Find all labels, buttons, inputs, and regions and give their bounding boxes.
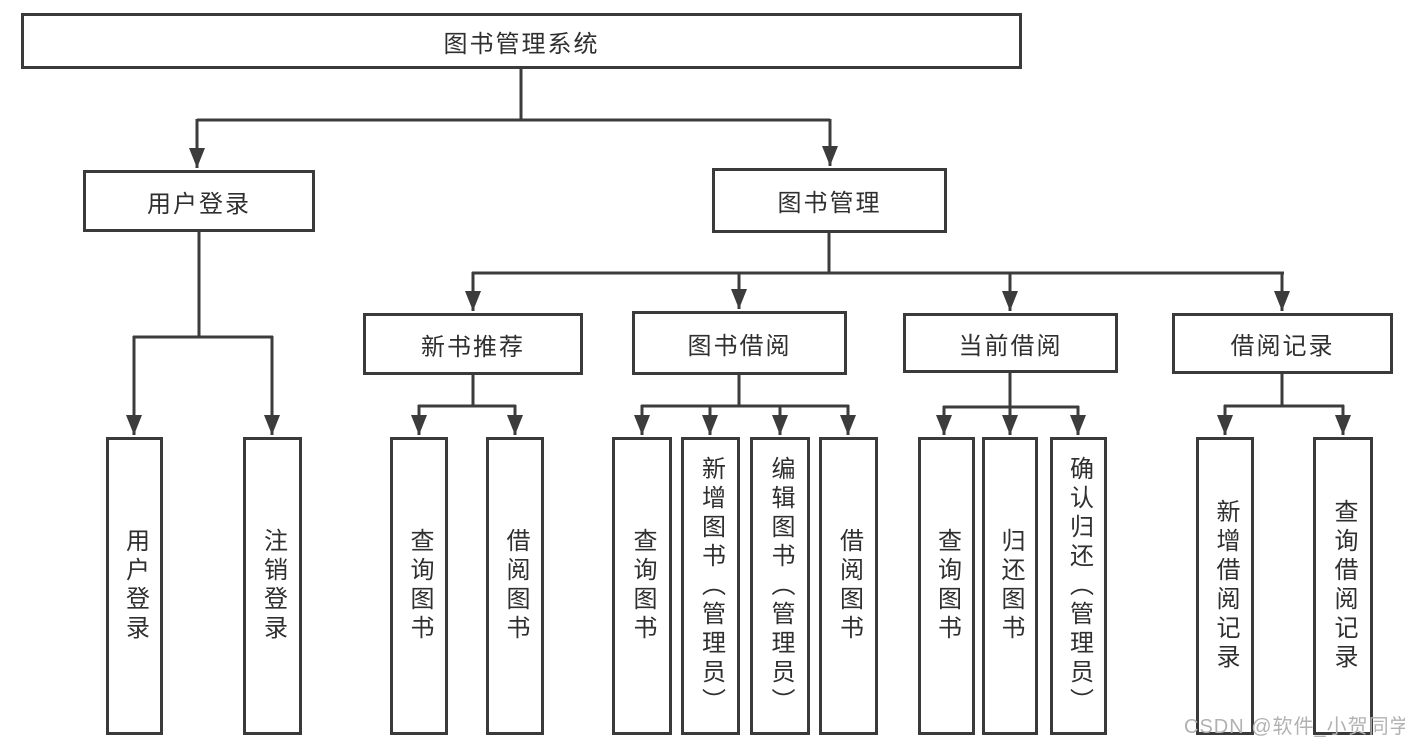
leaf-borrowing-query-label: 查询图书 <box>629 528 656 644</box>
leaf-current-return: 归还图书 <box>982 437 1038 735</box>
leaf-current-query: 查询图书 <box>918 437 975 735</box>
leaf-borrowing-borrow: 借阅图书 <box>819 437 878 735</box>
leaf-current-query-label: 查询图书 <box>933 528 961 644</box>
leaf-record-query-label: 查询借阅记录 <box>1330 499 1357 673</box>
leaf-current-confirm-return-label: 确认归还（管理员） <box>1065 455 1093 717</box>
node-new-book-recommend: 新书推荐 <box>363 313 583 375</box>
node-book-management: 图书管理 <box>712 168 947 233</box>
leaf-record-query: 查询借阅记录 <box>1313 437 1373 735</box>
leaf-borrowing-borrow-label: 借阅图书 <box>835 528 863 644</box>
leaf-current-confirm-return: 确认归还（管理员） <box>1050 437 1107 735</box>
leaf-borrowing-edit-label: 编辑图书（管理员） <box>767 455 794 717</box>
leaf-borrowing-query: 查询图书 <box>612 437 672 735</box>
node-borrow-records: 借阅记录 <box>1172 313 1393 374</box>
node-user-login: 用户登录 <box>83 170 315 232</box>
node-borrow-records-label: 借阅记录 <box>1230 333 1335 360</box>
leaf-logout: 注销登录 <box>243 437 302 735</box>
leaf-newbook-borrow: 借阅图书 <box>486 437 544 735</box>
leaf-record-add: 新增借阅记录 <box>1196 437 1254 735</box>
node-book-management-label: 图书管理 <box>777 190 882 217</box>
leaf-newbook-query: 查询图书 <box>390 437 448 735</box>
node-book-borrowing: 图书借阅 <box>632 311 847 375</box>
leaf-borrowing-edit: 编辑图书（管理员） <box>750 437 810 735</box>
leaf-newbook-borrow-label: 借阅图书 <box>502 528 529 644</box>
leaf-newbook-query-label: 查询图书 <box>406 528 433 644</box>
node-current-borrowing: 当前借阅 <box>903 313 1118 373</box>
leaf-current-return-label: 归还图书 <box>997 528 1024 644</box>
leaf-borrowing-add: 新增图书（管理员） <box>681 437 740 735</box>
leaf-borrowing-add-label: 新增图书（管理员） <box>697 455 725 717</box>
leaf-record-add-label: 新增借阅记录 <box>1212 499 1239 673</box>
leaf-user-login-label: 用户登录 <box>121 528 149 644</box>
leaf-user-login: 用户登录 <box>106 437 163 735</box>
node-current-borrowing-label: 当前借阅 <box>958 332 1063 360</box>
node-user-login-label: 用户登录 <box>147 190 251 218</box>
csdn-watermark: CSDN @软件_小贺同学 <box>1184 716 1405 738</box>
node-root: 图书管理系统 <box>21 13 1022 69</box>
node-new-book-recommend-label: 新书推荐 <box>421 333 525 361</box>
node-book-borrowing-label: 图书借阅 <box>687 332 792 360</box>
node-root-label: 图书管理系统 <box>443 30 600 58</box>
leaf-logout-label: 注销登录 <box>259 528 287 644</box>
